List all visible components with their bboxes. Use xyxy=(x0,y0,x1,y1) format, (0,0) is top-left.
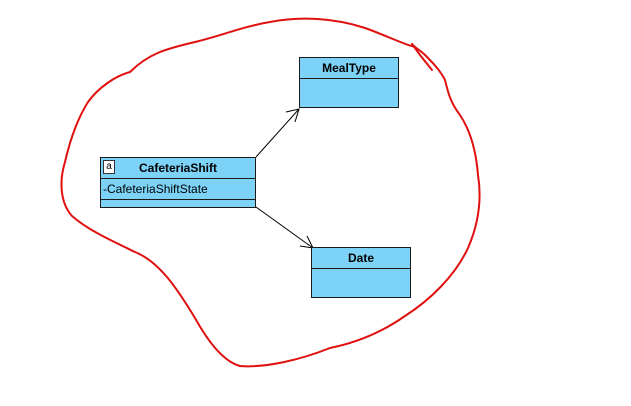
class-meal-type[interactable]: MealType xyxy=(299,57,399,108)
class-name: Date xyxy=(347,251,374,265)
class-name: MealType xyxy=(322,61,376,75)
arrowhead-mealtype-icon xyxy=(285,108,300,123)
annotation-tail xyxy=(411,43,433,71)
class-header-meal-type: MealType xyxy=(300,58,398,79)
class-stereotype-icon: a xyxy=(103,160,115,174)
class-attribute: -CafeteriaShiftState xyxy=(101,179,255,200)
freehand-annotation-loop xyxy=(60,17,481,368)
class-header-date: Date xyxy=(312,248,410,269)
class-name: CafeteriaShift xyxy=(138,161,218,175)
association-line-date xyxy=(255,206,314,249)
class-cafeteria-shift[interactable]: a CafeteriaShift -CafeteriaShiftState xyxy=(100,157,256,208)
class-header-cafeteria-shift: a CafeteriaShift xyxy=(101,158,255,179)
class-date[interactable]: Date xyxy=(311,247,411,298)
class-operations-compartment xyxy=(101,200,255,205)
association-line-mealtype xyxy=(255,108,300,158)
